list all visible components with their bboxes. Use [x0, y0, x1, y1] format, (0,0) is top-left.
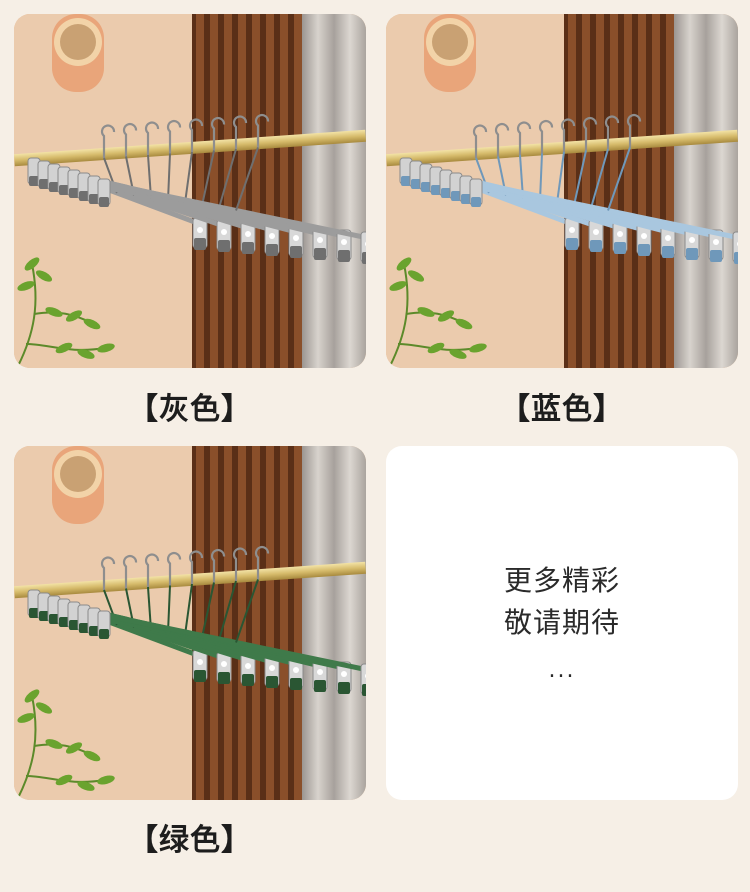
more-text: 更多精彩 [503, 564, 620, 597]
color-label-blue: 【蓝色】 [500, 392, 624, 427]
hangers-icon [399, 113, 738, 264]
hangers-icon [27, 113, 366, 264]
color-label-green: 【绿色】 [128, 823, 252, 858]
product-photo-blue[interactable] [386, 14, 738, 368]
hanger-scene-blue [386, 14, 738, 368]
product-photo-green[interactable] [14, 446, 366, 800]
color-label-gray: 【灰色】 [128, 392, 252, 427]
hanger-scene-gray [14, 14, 366, 368]
product-photo-gray[interactable] [14, 14, 366, 368]
ellipsis-text: ... [548, 658, 576, 683]
hangers-icon [27, 545, 366, 696]
hanger-scene-green [14, 446, 366, 800]
stay-tuned-text: 敬请期待 [503, 606, 620, 639]
coming-soon-card: 更多精彩 敬请期待 ... [386, 446, 738, 800]
